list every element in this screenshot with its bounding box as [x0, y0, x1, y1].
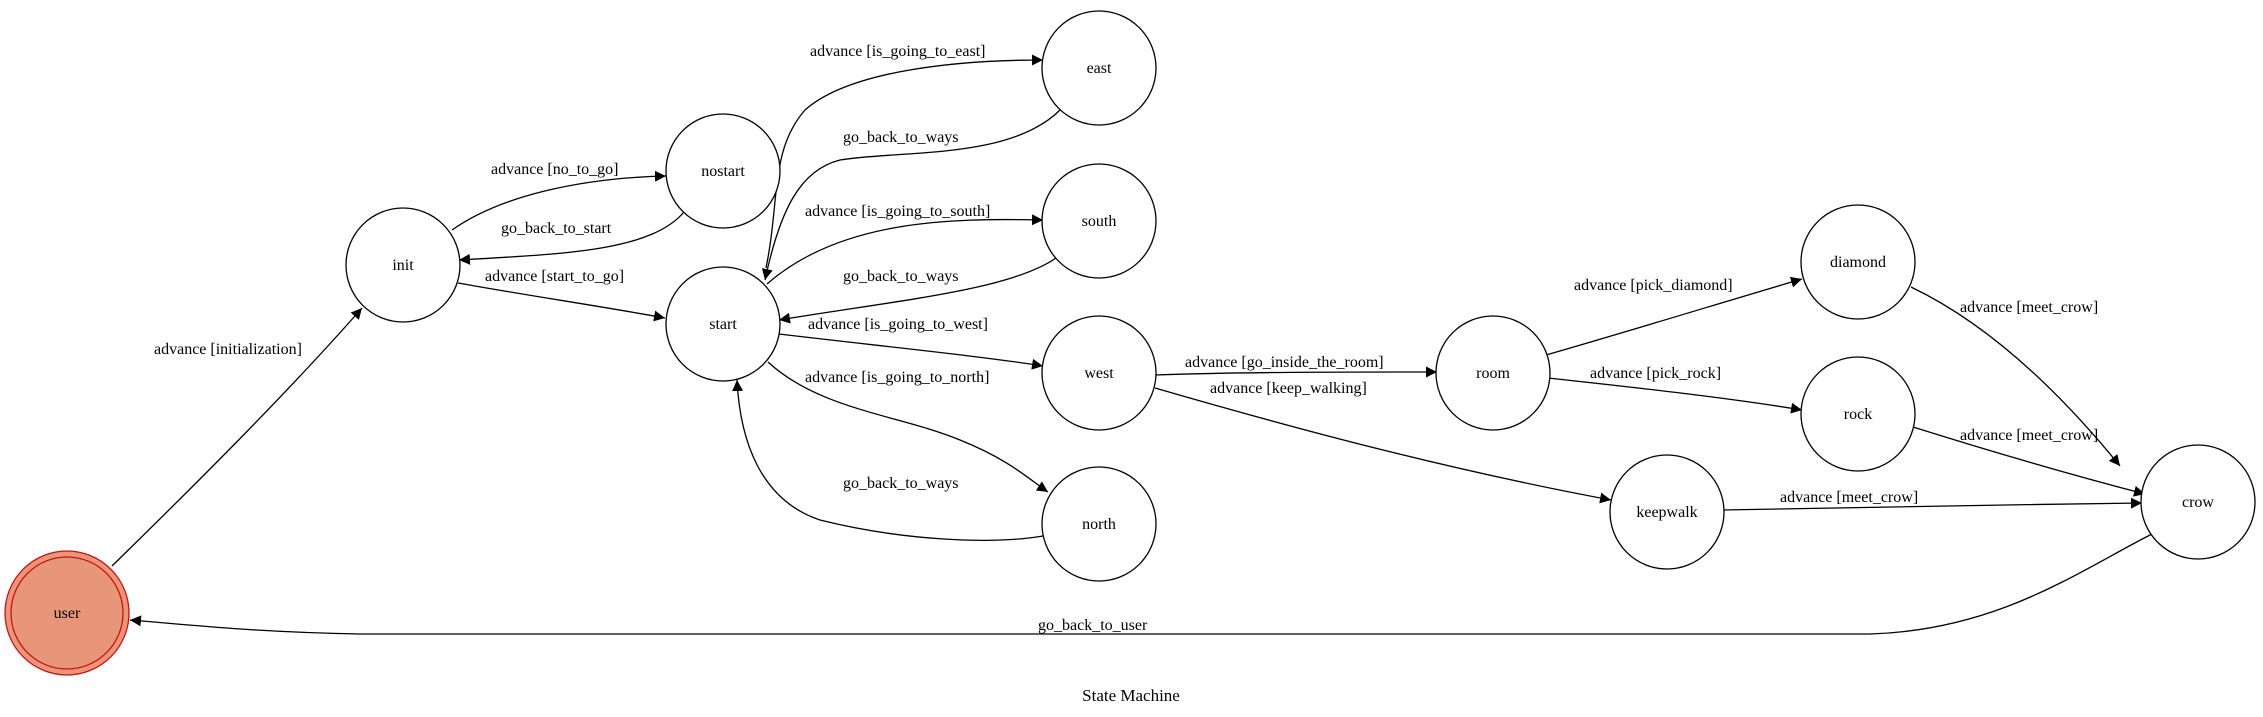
edge-start-south [766, 214, 1044, 285]
node-label-north: north [1082, 516, 1116, 533]
edge-label-start-south: advance [is_going_to_south] [805, 203, 990, 220]
node-label-crow: crow [2182, 494, 2214, 511]
node-east[interactable]: east [1041, 10, 1157, 126]
node-label-room: room [1476, 365, 1510, 382]
diagram-title: State Machine [1082, 686, 1180, 705]
edges [111, 54, 2155, 635]
node-nostart[interactable]: nostart [665, 113, 781, 229]
edge-east-start [761, 109, 1061, 281]
edge-west-room [1154, 366, 1438, 378]
edge-label-room-diamond: advance [pick_diamond] [1574, 277, 1733, 294]
node-label-start: start [709, 316, 737, 333]
edge-init-nostart [451, 170, 667, 231]
edge-label-start-east: advance [is_going_to_east] [810, 43, 986, 60]
node-diamond[interactable]: diamond [1800, 204, 1916, 320]
edge-label-rock-crow: advance [meet_crow] [1960, 427, 2098, 444]
edge-init-start [457, 282, 666, 322]
edge-start-west [778, 333, 1044, 370]
node-label-rock: rock [1844, 406, 1872, 423]
edge-crow-user [129, 532, 2155, 635]
edge-label-nostart-init: go_back_to_start [501, 220, 612, 237]
edge-room-diamond [1545, 276, 1803, 356]
node-label-user: user [54, 605, 81, 622]
edge-label-diamond-crow: advance [meet_crow] [1960, 299, 2098, 316]
edge-north-start [732, 379, 1044, 541]
nodes: user init nostart start east south west [4, 10, 2256, 676]
edge-start-north [767, 361, 1049, 493]
node-label-diamond: diamond [1830, 254, 1886, 271]
edge-labels: advance [initialization] advance [no_to_… [154, 43, 2098, 634]
node-label-east: east [1087, 60, 1112, 77]
node-south[interactable]: south [1041, 163, 1157, 279]
edge-south-start [778, 257, 1057, 324]
node-init[interactable]: init [345, 207, 461, 323]
edge-keepwalk-crow [1721, 497, 2143, 511]
node-label-south: south [1082, 213, 1117, 230]
edge-west-keepwalk [1154, 387, 1612, 504]
edge-label-south-start: go_back_to_ways [843, 268, 959, 285]
node-label-keepwalk: keepwalk [1636, 504, 1697, 521]
edge-label-west-room: advance [go_inside_the_room] [1185, 354, 1384, 371]
edge-label-init-nostart: advance [no_to_go] [491, 161, 619, 178]
edge-label-init-start: advance [start_to_go] [485, 268, 624, 285]
edge-label-crow-user: go_back_to_user [1038, 617, 1148, 634]
edge-label-keepwalk-crow: advance [meet_crow] [1780, 489, 1918, 506]
node-crow[interactable]: crow [2140, 444, 2256, 560]
edge-room-rock [1547, 377, 1803, 414]
node-west[interactable]: west [1041, 315, 1157, 431]
node-start[interactable]: start [665, 266, 781, 382]
edge-label-north-start: go_back_to_ways [843, 475, 959, 492]
edge-start-east [765, 54, 1044, 269]
node-rock[interactable]: rock [1800, 356, 1916, 472]
edge-diamond-crow [1910, 286, 2121, 467]
node-user[interactable]: user [4, 550, 130, 676]
edge-user-init [111, 307, 363, 567]
node-keepwalk[interactable]: keepwalk [1609, 454, 1725, 570]
node-room[interactable]: room [1435, 315, 1551, 431]
node-label-west: west [1084, 365, 1114, 382]
edge-label-user-init: advance [initialization] [154, 341, 302, 358]
node-label-nostart: nostart [701, 163, 745, 180]
edge-nostart-init [458, 211, 685, 265]
edge-rock-crow [1912, 426, 2146, 497]
edge-label-start-north: advance [is_going_to_north] [805, 369, 989, 386]
edge-label-east-start: go_back_to_ways [843, 129, 959, 146]
node-user-inner-ring [10, 556, 124, 670]
edge-label-start-west: advance [is_going_to_west] [808, 316, 988, 333]
edge-label-west-keepwalk: advance [keep_walking] [1210, 380, 1367, 397]
node-label-init: init [392, 257, 414, 274]
edge-label-room-rock: advance [pick_rock] [1590, 365, 1721, 382]
node-north[interactable]: north [1041, 466, 1157, 582]
